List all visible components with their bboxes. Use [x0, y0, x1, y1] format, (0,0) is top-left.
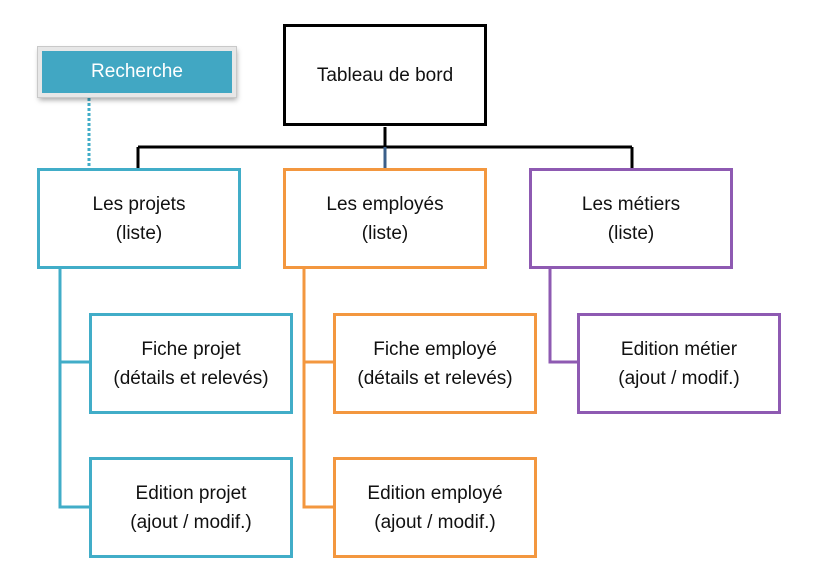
node-subtitle: (détails et relevés): [357, 367, 513, 389]
node-edition-metier[interactable]: Edition métier (ajout / modif.): [577, 313, 781, 414]
node-subtitle: (liste): [115, 222, 163, 244]
branch-line-fiche-projet: [58, 269, 90, 364]
node-title: Les métiers: [581, 193, 681, 215]
node-title: Edition projet: [135, 482, 247, 504]
node-subtitle: (ajout / modif.): [130, 511, 252, 533]
node-subtitle: (ajout / modif.): [618, 367, 740, 389]
node-fiche-employe[interactable]: Fiche employé (détails et relevés): [333, 313, 537, 414]
root-node-dashboard[interactable]: Tableau de bord: [283, 24, 487, 126]
node-title: Fiche employé: [373, 338, 497, 360]
node-subtitle: (détails et relevés): [113, 367, 269, 389]
node-title: Les projets: [92, 193, 186, 215]
search-button[interactable]: Recherche: [37, 46, 237, 98]
branch-line-edition-projet: [58, 362, 90, 509]
branch-line-edition-employe: [302, 362, 334, 509]
node-title: Fiche projet: [141, 338, 241, 360]
node-edition-projet[interactable]: Edition projet (ajout / modif.): [89, 457, 293, 558]
node-subtitle: (ajout / modif.): [374, 511, 496, 533]
node-employes-list[interactable]: Les employés (liste): [283, 168, 487, 269]
root-node-label: Tableau de bord: [316, 64, 454, 86]
node-metiers-list[interactable]: Les métiers (liste): [529, 168, 733, 269]
node-subtitle: (liste): [607, 222, 655, 244]
branch-line-fiche-employe: [302, 269, 334, 364]
node-subtitle: (liste): [361, 222, 409, 244]
node-title: Les employés: [326, 193, 444, 215]
node-title: Edition métier: [620, 338, 738, 360]
branch-line-edition-metier: [548, 269, 577, 364]
node-projets-list[interactable]: Les projets (liste): [37, 168, 241, 269]
node-edition-employe[interactable]: Edition employé (ajout / modif.): [333, 457, 537, 558]
node-fiche-projet[interactable]: Fiche projet (détails et relevés): [89, 313, 293, 414]
node-title: Edition employé: [367, 482, 503, 504]
